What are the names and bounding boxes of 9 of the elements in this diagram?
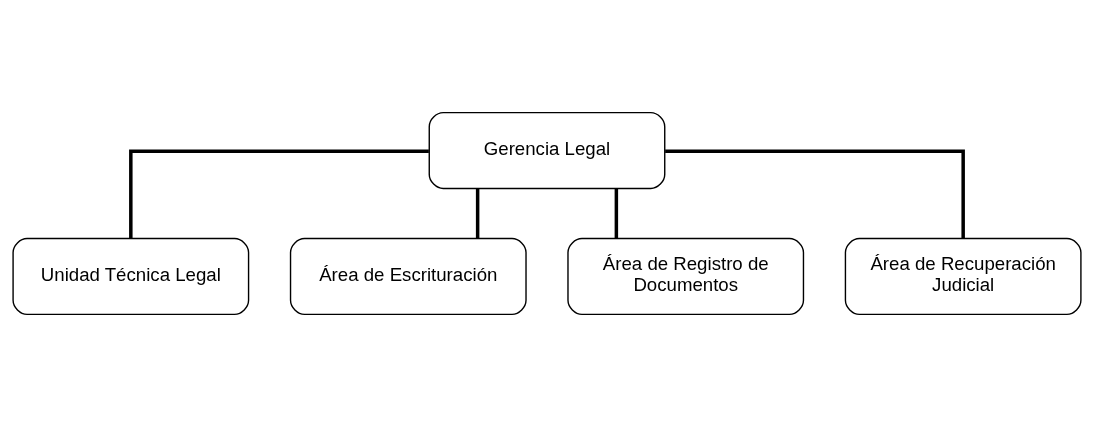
connector bbox=[614, 188, 619, 238]
connector bbox=[129, 148, 429, 238]
node-box: Gerencia Legal bbox=[428, 111, 666, 189]
node-box: Área de Registro de Documentos bbox=[567, 237, 805, 315]
node-box: Área de Escrituración bbox=[289, 237, 527, 315]
node-box: Área de Recuperación Judicial bbox=[844, 237, 1082, 315]
node-box: Unidad Técnica Legal bbox=[12, 237, 250, 315]
connector bbox=[665, 148, 965, 238]
connector bbox=[475, 188, 480, 238]
